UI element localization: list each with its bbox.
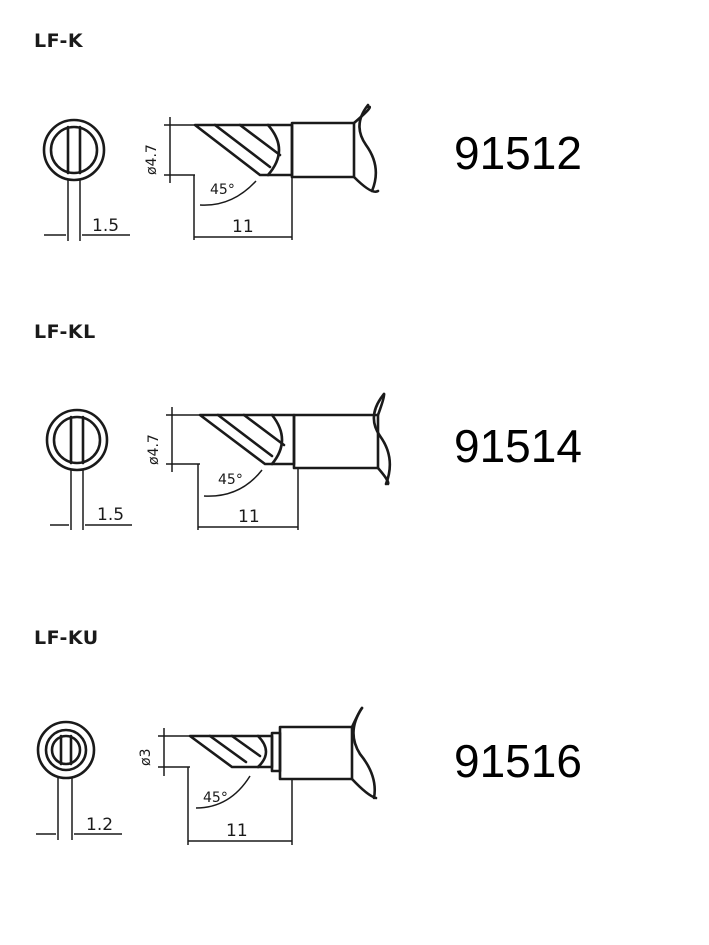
tip-drawing-lf-kl: 1.5 11 45° ø4.7 xyxy=(45,392,392,530)
end-view: 1.5 xyxy=(45,408,132,530)
angle-label: 45° xyxy=(218,472,243,488)
part-number-91516: 91516 xyxy=(454,735,582,787)
angle-label: 45° xyxy=(210,182,235,198)
model-title-lf-ku: LF-KU xyxy=(34,627,99,649)
side-view: 11 45° ø3 xyxy=(138,706,378,845)
length-label: 11 xyxy=(226,821,248,841)
part-number-91514: 91514 xyxy=(454,420,582,472)
width-label: 1.2 xyxy=(86,815,113,835)
tip-drawing-lf-k: 1.5 11 45° ø4.7 xyxy=(42,103,380,241)
diameter-label: ø3 xyxy=(138,749,154,766)
end-view: 1.2 xyxy=(36,720,122,840)
length-label: 11 xyxy=(238,507,260,527)
diameter-label: ø4.7 xyxy=(144,144,160,175)
end-view: 1.5 xyxy=(42,118,130,241)
width-label: 1.5 xyxy=(97,505,124,525)
side-view: 11 45° ø4.7 xyxy=(144,103,380,240)
side-view: 11 45° ø4.7 xyxy=(146,392,392,530)
part-number-91512: 91512 xyxy=(454,127,582,179)
angle-label: 45° xyxy=(203,790,228,806)
diameter-label: ø4.7 xyxy=(146,434,162,465)
model-title-lf-k: LF-K xyxy=(34,30,84,52)
tip-drawing-lf-ku: 1.2 11 45° ø3 xyxy=(36,706,378,845)
model-title-lf-kl: LF-KL xyxy=(34,321,96,343)
width-label: 1.5 xyxy=(92,216,119,236)
length-label: 11 xyxy=(232,217,254,237)
